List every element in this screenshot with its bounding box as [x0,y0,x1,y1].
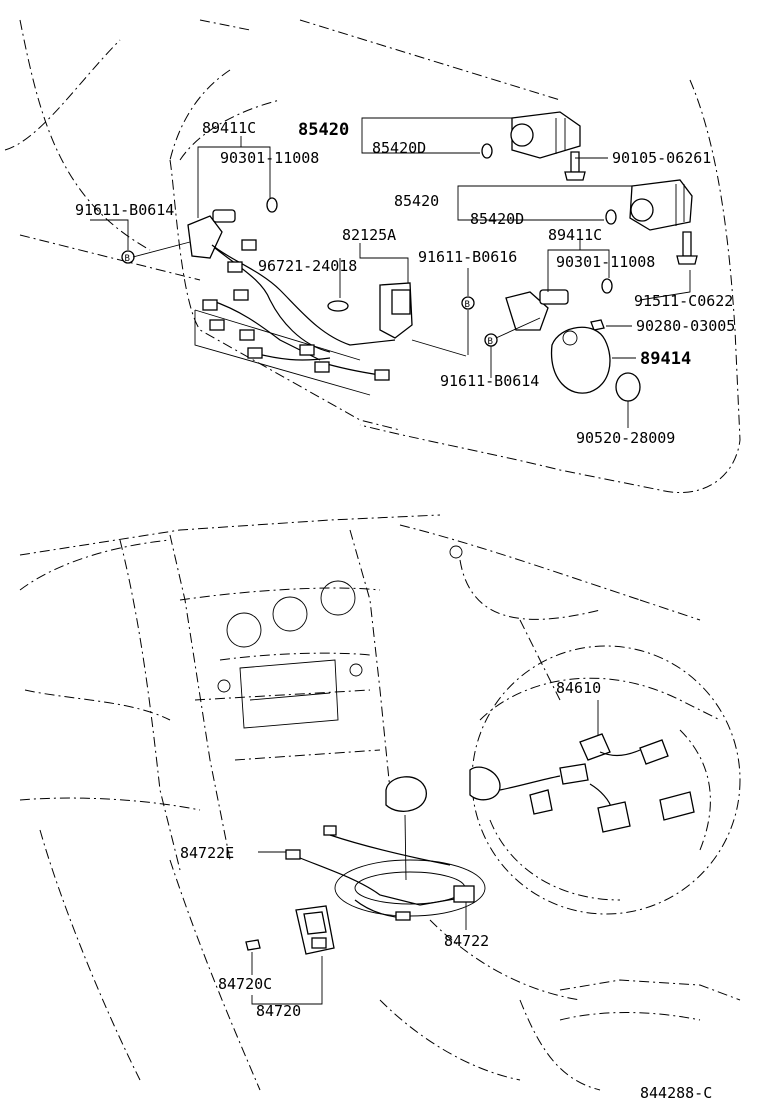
o-ring-90520 [615,372,641,402]
body-outline-left [4,19,151,251]
bracket-platform [194,309,371,396]
bolt-90105 [564,151,586,181]
sensor-85420-second [629,179,693,231]
label-84720: 84720 [256,1002,301,1020]
diagram-code: 844288-C [640,1084,712,1102]
label-91611-B0614-left: 91611-B0614 [75,201,174,219]
o-ring-90301-left [266,197,278,213]
label-85420D-second: 85420D [470,210,524,228]
console-harness [285,825,475,921]
washer-96721 [327,300,349,312]
label-91611-B0616: 91611-B0616 [418,248,517,266]
clip-marker-middle: B [461,296,475,310]
vent-middle [272,596,308,632]
sensor-89411C-right [505,289,569,331]
label-96721: 96721-24018 [258,257,357,275]
label-84722E: 84722E [180,844,234,862]
label-90280: 90280-03005 [636,317,735,335]
sub-frame-outline [169,99,401,431]
sensor-85420-top [510,111,581,159]
o-ring-90301-right [601,278,613,294]
small-knob [449,545,463,559]
sensor-89414 [550,326,611,394]
label-84610: 84610 [556,679,601,697]
label-91511: 91511-C0622 [634,292,733,310]
label-85420-top: 85420 [298,120,349,140]
wire-harness [202,239,413,381]
label-84720C: 84720C [218,975,272,993]
label-89411C-right: 89411C [548,226,602,244]
leader-lines-lower [251,700,599,1005]
o-ring-85420D-top [481,143,493,159]
steering-wheel-detail [469,645,741,915]
label-89414: 89414 [640,349,691,369]
radio-panel [239,659,339,729]
svg-text:B: B [125,254,130,264]
bolt-91511 [676,231,698,265]
sub-frame-outline-2 [19,69,231,281]
vent-left [226,612,262,648]
o-ring-85420D-second [605,209,617,225]
label-90301-left: 90301-11008 [220,149,319,167]
vent-right [320,580,356,616]
label-91611-B0614-right: 91611-B0614 [440,372,539,390]
label-84722: 84722 [444,932,489,950]
body-outline-top [199,19,561,101]
label-90301-right: 90301-11008 [556,253,655,271]
label-90520: 90520-28009 [576,429,675,447]
label-90105: 90105-06261 [612,149,711,167]
svg-text:B: B [465,300,470,310]
switch-84720 [245,905,335,955]
leader-lines-upper [90,117,691,428]
label-85420-second: 85420 [394,192,439,210]
label-82125A: 82125A [342,226,396,244]
plug-90280 [590,319,605,331]
body-outline-right [359,79,741,494]
knob-left [217,679,231,693]
clip-marker-right: B [484,333,498,347]
clip-marker-left: B [121,250,135,264]
dashboard-outline [19,514,741,1091]
label-85420D-top: 85420D [372,139,426,157]
sensor-89411C-left [187,209,236,259]
svg-text:B: B [488,337,493,347]
knob-right [349,663,363,677]
upper-section: B B B [4,19,741,494]
lower-section: 84610 84722E 84722 84720C 84720 [19,514,741,1091]
label-89411C-left: 89411C [202,119,256,137]
shifter [334,776,486,917]
